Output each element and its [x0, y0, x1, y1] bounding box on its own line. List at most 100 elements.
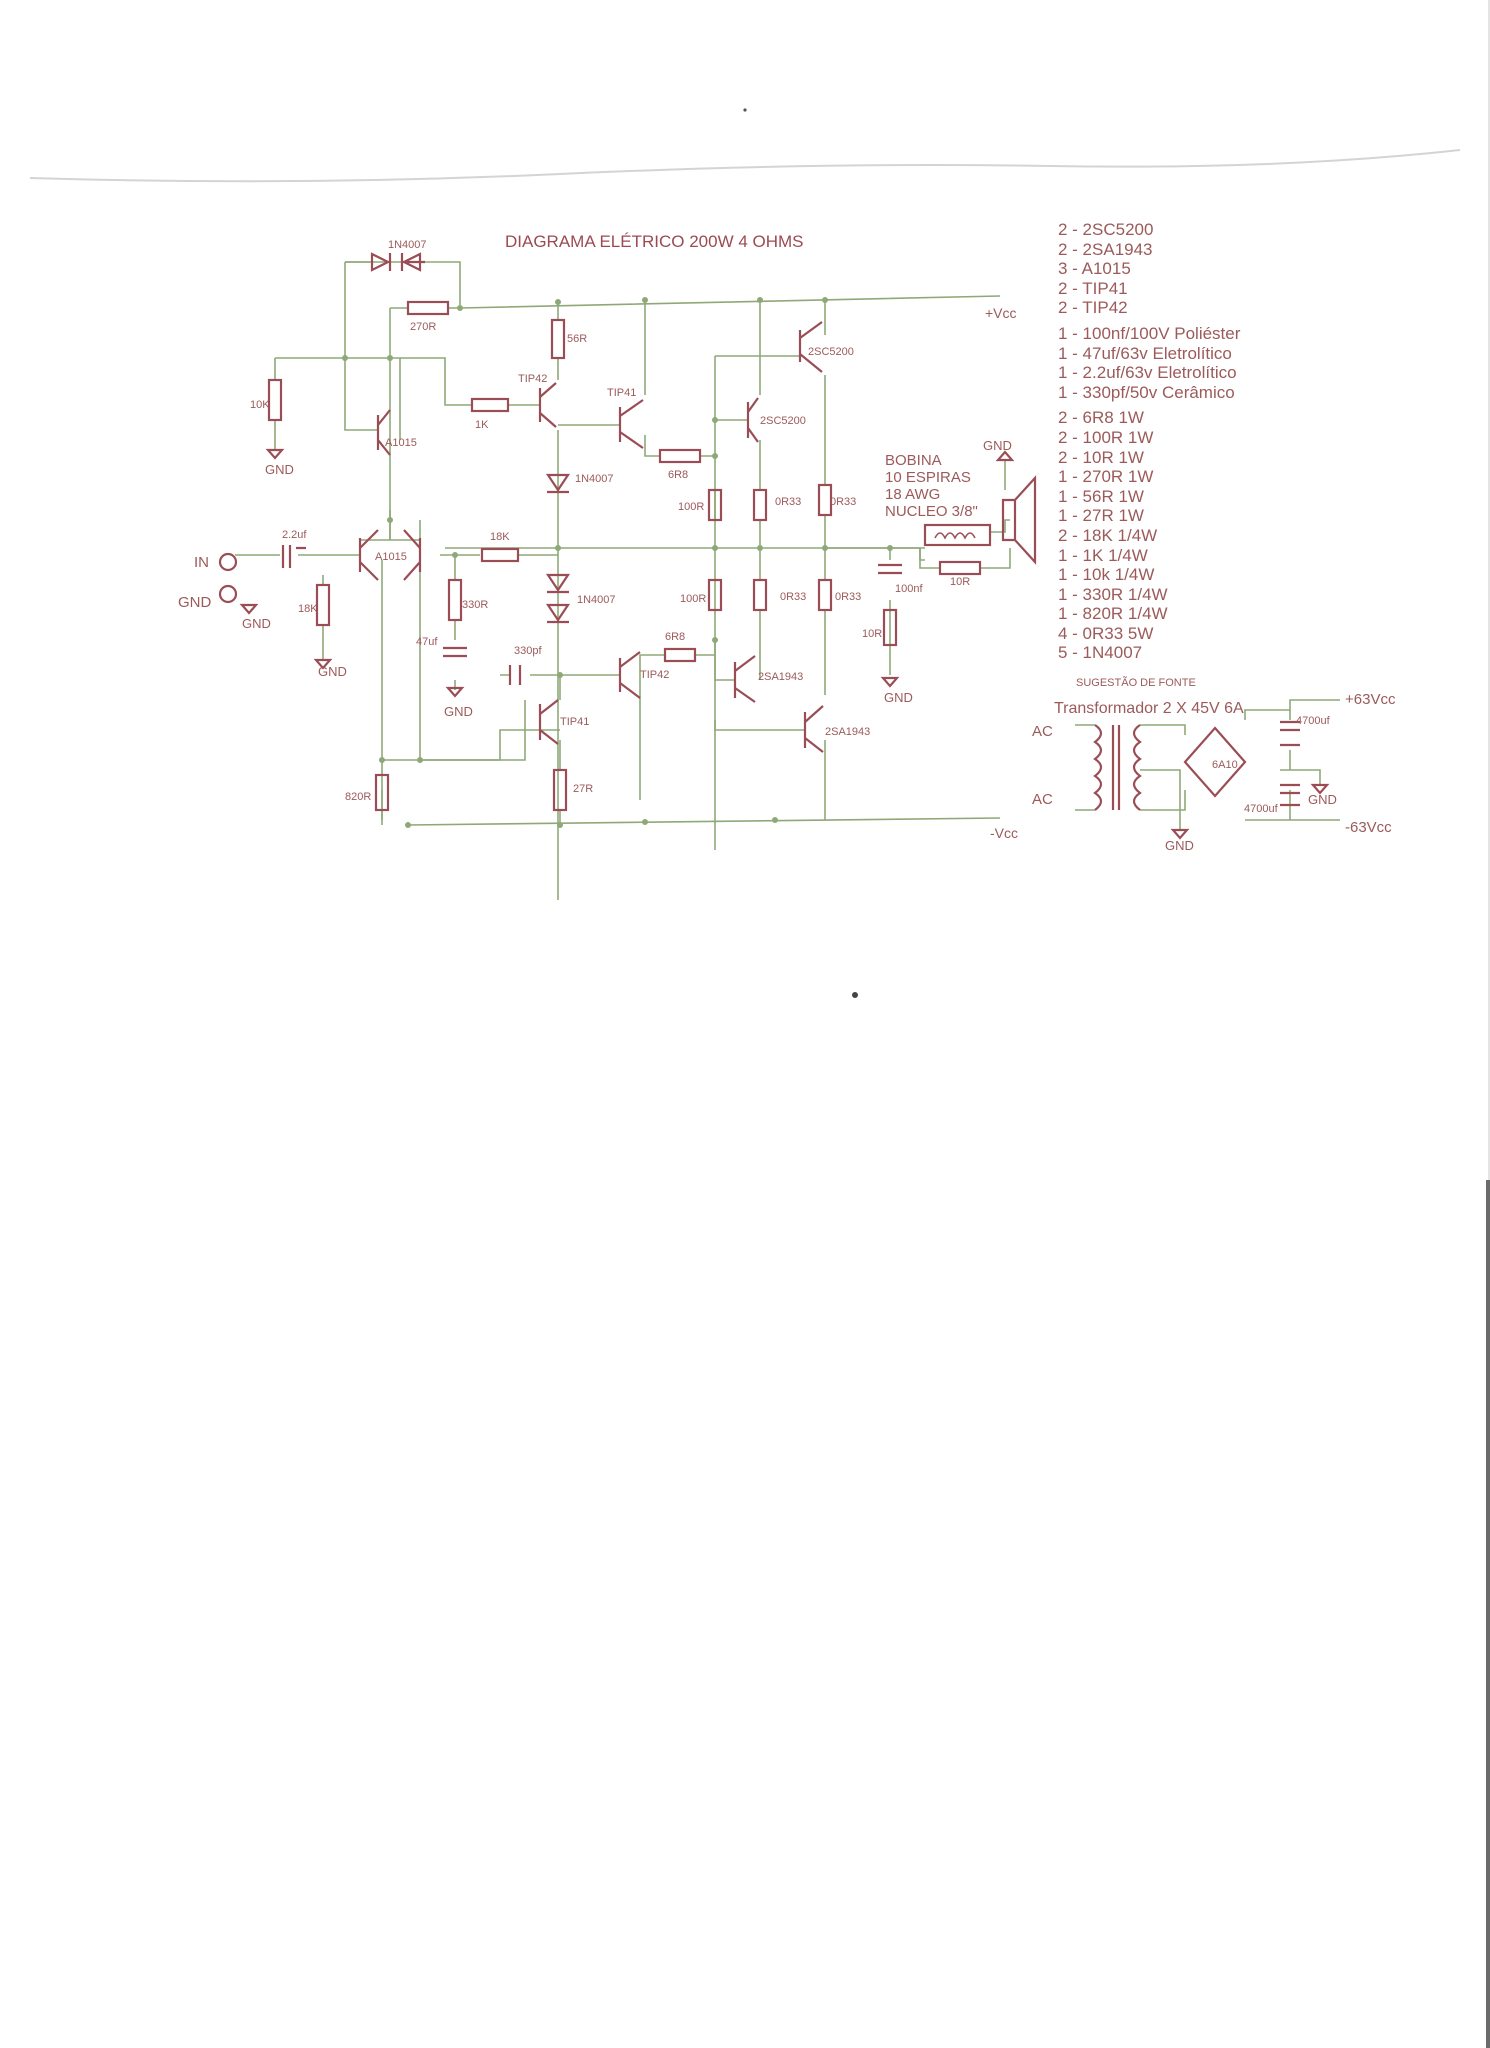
component-labels: 1N4007 270R +Vcc 10K GND A1015 56R TIP42…	[178, 239, 1396, 853]
parts-list-item: 2 - 2SA1943	[1058, 239, 1153, 259]
parts-list-item: 1 - 820R 1/4W	[1058, 604, 1168, 624]
label-10k: 10K	[250, 399, 270, 411]
scan-edge-shadow	[1486, 1180, 1490, 2048]
label-2sa1943-driver: 2SA1943	[758, 671, 803, 683]
label-6r8-lower: 6R8	[665, 631, 685, 643]
label-vcc-pos: +Vcc	[985, 305, 1017, 321]
label-vcc-neg: -Vcc	[990, 825, 1018, 841]
label-0r33-a: 0R33	[775, 496, 801, 508]
output-coil	[923, 523, 992, 547]
input-jack-in	[218, 552, 238, 572]
label-in: IN	[194, 554, 209, 571]
resistor-270r	[406, 300, 450, 316]
label-27r: 27R	[573, 783, 593, 795]
label-1k: 1K	[475, 419, 489, 431]
parts-list-item: 1 - 270R 1W	[1058, 467, 1154, 487]
gnd-symbol	[1310, 783, 1330, 795]
resistor-0r33-a	[752, 488, 768, 522]
diode-1n4007-b	[545, 573, 571, 594]
transistor-a1015-left	[358, 529, 379, 581]
label-10r-zobel: 10R	[862, 628, 882, 640]
label-ac-top: AC	[1032, 723, 1053, 740]
label-100r-lower: 100R	[680, 593, 706, 605]
input-jack-gnd	[218, 584, 238, 604]
label-tip42-upper: TIP42	[518, 373, 547, 385]
resistor-820r	[374, 773, 390, 812]
label-2sa1943-output: 2SA1943	[825, 726, 870, 738]
label-0r33-b: 0R33	[830, 496, 856, 508]
gnd-symbol	[445, 686, 465, 698]
components	[218, 252, 1330, 840]
resistor-27r	[552, 768, 568, 812]
parts-list-item: 2 - 2SC5200	[1058, 220, 1154, 239]
label-bobina-3: 18 AWG	[885, 486, 940, 503]
resistor-18k-feedback	[480, 547, 520, 563]
label-18k-feedback: 18K	[490, 531, 510, 543]
parts-list-item: 3 - A1015	[1058, 259, 1131, 279]
resistor-6r8-upper	[658, 448, 702, 464]
capacitor-4700u-pos	[1280, 720, 1300, 747]
resistor-10k	[267, 378, 283, 422]
parts-list-item: 5 - 1N4007	[1058, 643, 1143, 663]
label-bobina-1: BOBINA	[885, 452, 942, 469]
label-0r33-d: 0R33	[835, 591, 861, 603]
label-10r-coil: 10R	[950, 576, 970, 588]
transistor-a1015-right	[403, 529, 422, 581]
label-820r: 820R	[345, 791, 371, 803]
parts-list-item: 2 - 10R 1W	[1058, 447, 1144, 467]
resistor-10r-coil	[938, 560, 982, 576]
label-6r8-upper: 6R8	[668, 469, 688, 481]
resistor-0r33-b	[817, 483, 833, 517]
parts-list-item: 2 - 100R 1W	[1058, 427, 1154, 447]
diode-1n4007-a	[545, 473, 571, 494]
label-1n4007-b: 1N4007	[577, 594, 616, 606]
label-gnd: GND	[444, 704, 473, 719]
resistor-330r	[447, 578, 463, 622]
label-fonte-title: SUGESTÃO DE FONTE	[1076, 676, 1196, 689]
capacitor-100n	[878, 563, 902, 575]
label-56r: 56R	[567, 333, 587, 345]
parts-list-item: 1 - 330R 1/4W	[1058, 584, 1168, 604]
scan-speck	[743, 108, 747, 112]
label-47u: 47uf	[416, 636, 438, 648]
gnd-symbol	[313, 658, 333, 670]
parts-list-item: 2 - TIP42	[1058, 298, 1128, 318]
parts-list-item: 2 - 18K 1/4W	[1058, 525, 1158, 545]
label-bridge: 6A10	[1212, 759, 1238, 771]
resistor-1k	[470, 397, 510, 413]
label-tip42-lower: TIP42	[640, 669, 669, 681]
label-gnd-input: GND	[178, 594, 212, 611]
transistor-tip41-lower	[538, 699, 559, 745]
resistor-100r-lower	[707, 578, 723, 612]
label-gnd: GND	[1165, 838, 1194, 853]
diode-top-1	[370, 252, 392, 272]
parts-list-item: 4 - 0R33 5W	[1058, 623, 1154, 643]
label-tip41-lower: TIP41	[560, 716, 589, 728]
transistor-tip42-upper	[538, 382, 557, 428]
label-2sc5200-driver: 2SC5200	[760, 415, 806, 427]
resistor-10r-zobel	[882, 608, 898, 647]
label-2sc5200-upper: 2SC5200	[808, 346, 854, 358]
coil-windings	[934, 532, 976, 540]
label-100n: 100nf	[895, 583, 923, 595]
parts-list-item: 1 - 56R 1W	[1058, 486, 1144, 506]
label-bobina-2: 10 ESPIRAS	[885, 469, 971, 486]
transistor-2sa1943-driver	[733, 655, 756, 703]
label-transformer: Transformador 2 X 45V 6A	[1054, 700, 1244, 717]
diagram-title: DIAGRAMA ELÉTRICO 200W 4 OHMS	[505, 232, 804, 251]
transistor-tip41-upper	[618, 399, 644, 449]
transformer-core	[1111, 725, 1121, 810]
wires	[235, 261, 1340, 900]
label-v-neg63: -63Vcc	[1345, 819, 1392, 836]
label-ac-bottom: AC	[1032, 791, 1053, 808]
label-gnd: GND	[318, 664, 347, 679]
label-tip41-upper: TIP41	[607, 387, 636, 399]
label-gnd: GND	[1308, 792, 1337, 807]
label-4700u-bottom: 4700uf	[1244, 803, 1279, 815]
capacitor-330p	[508, 665, 522, 685]
parts-list-item: 1 - 330pf/50v Cerâmico	[1058, 382, 1235, 402]
resistor-6r8-lower	[663, 647, 697, 663]
scan-edge-light	[1488, 0, 1490, 1180]
